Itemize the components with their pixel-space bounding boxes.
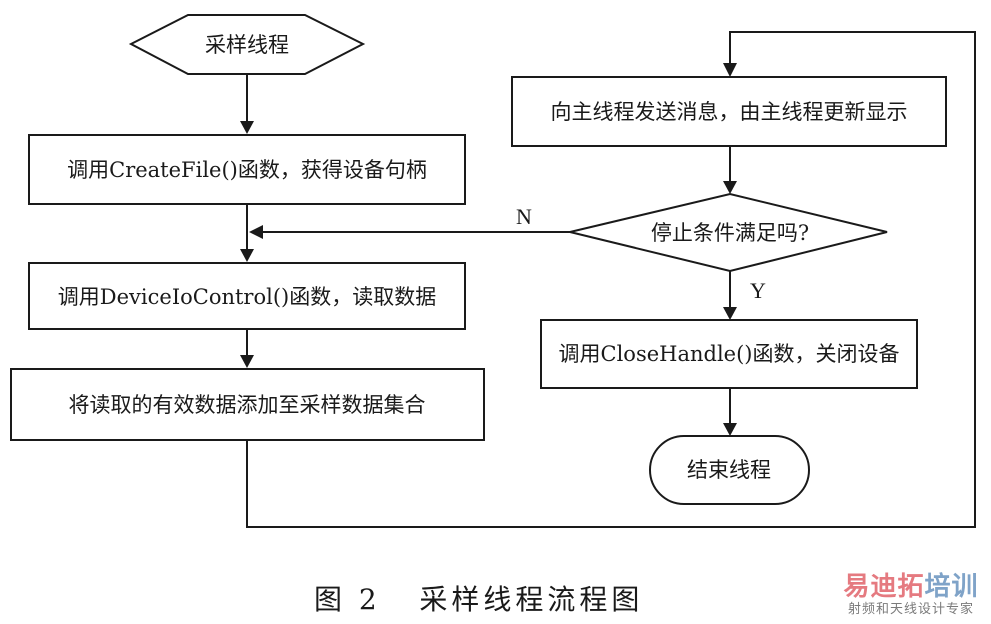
close-handle-label: 调用CloseHandle()函数，关闭设备 [559,342,900,366]
figure-caption: 图 2 采样线程流程图 [314,583,644,616]
process-add-data [10,368,485,441]
arrowhead [723,63,737,77]
branch-label-yes: Y [750,278,766,303]
end-label: 结束线程 [687,458,771,482]
arrowhead [723,181,737,194]
edge-adddata-to-sendmsg [246,31,976,528]
arrowhead [240,249,254,262]
add-data-label: 将读取的有效数据添加至采样数据集合 [69,393,426,417]
arrowhead [240,355,254,368]
process-send-message [511,76,947,147]
arrowhead [249,225,263,239]
process-create-file [28,134,466,205]
end-terminator [649,435,810,505]
arrowhead [723,307,737,320]
start-terminator [128,14,366,75]
send-msg-label: 向主线程发送消息，由主线程更新显示 [551,100,908,124]
create-file-label: 调用CreateFile()函数，获得设备句柄 [67,158,427,182]
watermark-logo: 易迪拓培训 射频和天线设计专家 [836,572,986,618]
branch-label-no: N [516,204,532,229]
process-close-handle [540,319,918,389]
watermark-title: 易迪拓培训 [836,572,986,602]
arrowhead [240,121,254,134]
decision-label: 停止条件满足吗? [651,221,809,245]
watermark-title-red: 易迪拓 [843,572,925,602]
process-device-io-control [28,262,466,330]
watermark-subtitle: 射频和天线设计专家 [847,602,974,617]
device-io-label: 调用DeviceIoControl()函数，读取数据 [58,285,436,309]
start-label: 采样线程 [205,33,289,57]
arrowhead [723,423,737,436]
decision-stop-condition [569,192,888,273]
watermark-title-blue: 培训 [924,572,979,602]
flowchart: 采样线程 调用CreateFile()函数，获得设备句柄 N 调用DeviceI… [10,14,976,528]
